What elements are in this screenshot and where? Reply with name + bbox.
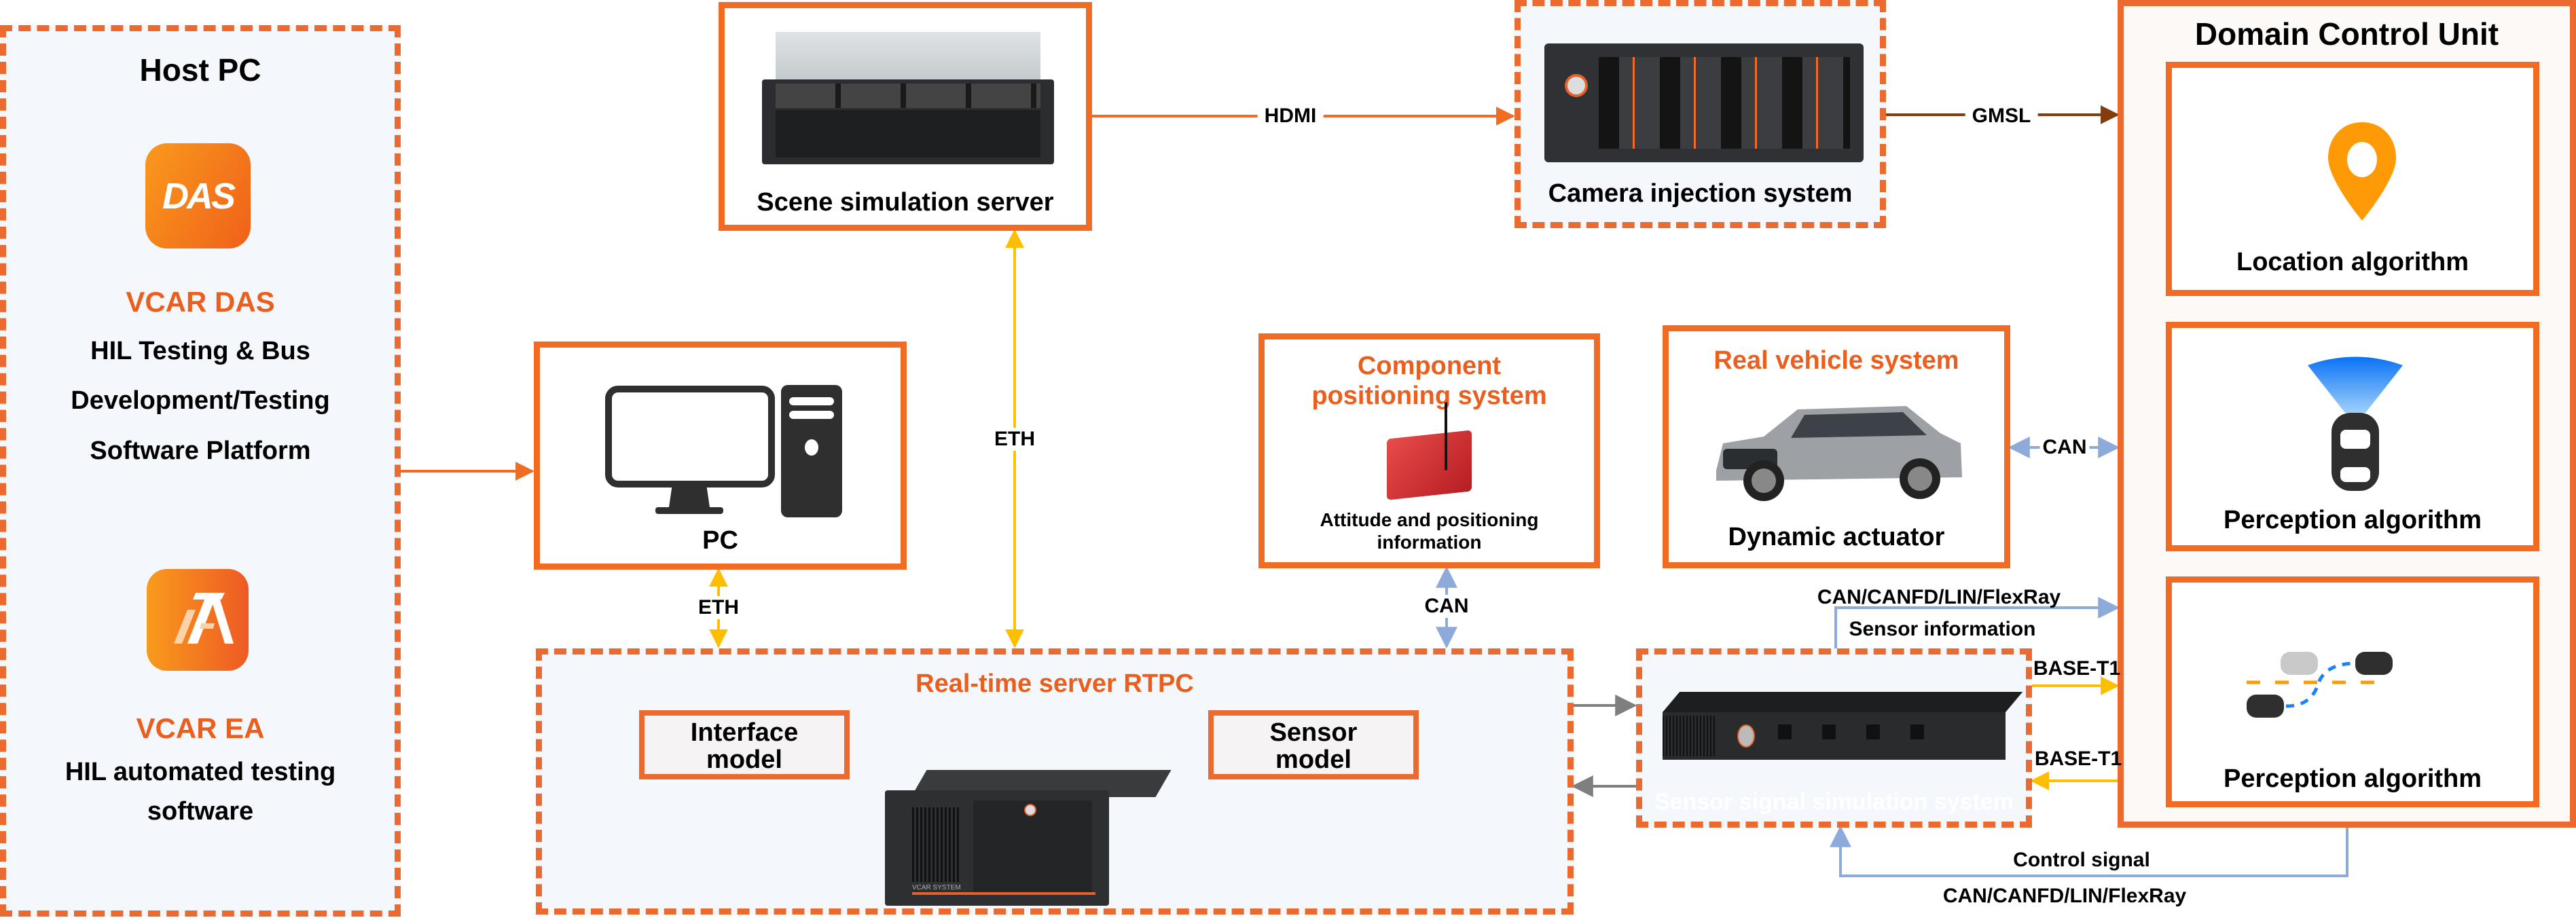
- label-gmsl: GMSL: [1965, 105, 2038, 128]
- rtpc-device-brand: VCAR SYSTEM: [912, 884, 961, 891]
- vcar-das-logo[interactable]: DAS: [145, 143, 251, 249]
- camera-injection-box[interactable]: Camera injection system: [1514, 0, 1886, 228]
- das-logo-text: DAS: [162, 175, 236, 217]
- vcar-ea-desc-2: software: [147, 797, 254, 826]
- interface-model-box[interactable]: Interface model: [639, 710, 850, 779]
- host-pc-panel: Host PC DAS VCAR DAS HIL Testing & Bus D…: [0, 25, 401, 917]
- label-eth-pc: ETH: [691, 596, 746, 619]
- dcu-module-location-label: Location algorithm: [2236, 248, 2469, 276]
- lane-change-icon: [2247, 652, 2393, 718]
- camera-injection-device-image: [1544, 43, 1864, 162]
- host-pc-title: Host PC: [139, 52, 261, 88]
- component-positioning-box[interactable]: Component positioning system Attitude an…: [1258, 333, 1600, 568]
- vcar-das-desc-1: HIL Testing & Bus: [90, 337, 310, 365]
- label-bus-up: CAN/CANFD/LIN/FlexRay: [1817, 586, 2061, 608]
- label-base-t1-out: BASE-T1: [2033, 657, 2121, 680]
- interface-model-line-1: Interface: [690, 718, 799, 747]
- dcu-module-perception-1[interactable]: Perception algorithm: [2166, 322, 2539, 551]
- component-positioning-title-1: Component: [1357, 352, 1502, 380]
- scene-simulation-server-box[interactable]: Scene simulation server: [719, 2, 1092, 231]
- sensor-sim-device-image: [1663, 692, 2023, 767]
- dcu-module-perception-1-label: Perception algorithm: [2223, 506, 2482, 534]
- camera-injection-label: Camera injection system: [1548, 179, 1853, 208]
- vcar-ea-desc-1: HIL automated testing: [65, 758, 336, 786]
- label-eth-server: ETH: [987, 428, 1042, 451]
- component-positioning-desc-2: information: [1377, 532, 1482, 553]
- dcu-title: Domain Control Unit: [2194, 16, 2499, 52]
- suv-image: [1716, 406, 1962, 501]
- pc-box[interactable]: PC: [534, 342, 907, 570]
- label-can-positioning: CAN: [1417, 595, 1476, 618]
- sensor-model-box[interactable]: Sensor model: [1208, 710, 1419, 779]
- ea-logo-glyph: [174, 593, 234, 644]
- sensor-signal-simulation-box[interactable]: Sensor signal simulation system: [1636, 648, 2032, 828]
- industrial-pc-image: VCAR SYSTEM: [885, 770, 1172, 909]
- real-vehicle-label: Dynamic actuator: [1728, 523, 1945, 551]
- vcar-ea-name: VCAR EA: [136, 712, 265, 744]
- rack-server-image: [762, 32, 1054, 164]
- component-positioning-desc-1: Attitude and positioning: [1320, 509, 1539, 530]
- component-positioning-title-2: positioning system: [1311, 382, 1547, 410]
- label-control-signal: Control signal: [2013, 849, 2150, 871]
- dcu-module-perception-2[interactable]: Perception algorithm: [2166, 576, 2539, 807]
- rtpc-panel: Real-time server RTPC Interface model Se…: [536, 648, 1574, 915]
- real-vehicle-title: Real vehicle system: [1713, 346, 1959, 375]
- interface-model-line-2: model: [706, 746, 782, 774]
- domain-control-unit-panel: Domain Control Unit Location algorithm P…: [2118, 0, 2576, 828]
- rtpc-title: Real-time server RTPC: [915, 669, 1194, 698]
- sensor-signal-simulation-label: Sensor signal simulation system: [1654, 789, 2014, 815]
- vcar-das-desc-2: Development/Testing: [71, 386, 330, 415]
- pc-label: PC: [702, 526, 738, 555]
- vcar-ea-logo[interactable]: [147, 569, 249, 671]
- label-can-vehicle: CAN: [2039, 436, 2090, 459]
- vcar-das-name: VCAR DAS: [126, 286, 275, 318]
- dcu-module-perception-2-label: Perception algorithm: [2223, 765, 2482, 793]
- scene-simulation-server-label: Scene simulation server: [757, 188, 1054, 217]
- sensor-model-line-2: model: [1275, 746, 1352, 774]
- sensor-model-line-1: Sensor: [1269, 718, 1358, 747]
- imu-device-image: [1387, 402, 1472, 500]
- label-base-t1-in: BASE-T1: [2034, 748, 2122, 770]
- real-vehicle-box[interactable]: Real vehicle system Dynamic actuator: [1663, 325, 2010, 568]
- dcu-module-location[interactable]: Location algorithm: [2166, 62, 2539, 296]
- location-pin-icon: [2328, 122, 2396, 221]
- label-sensor-information: Sensor information: [1849, 618, 2036, 640]
- vcar-das-desc-3: Software Platform: [90, 437, 311, 465]
- car-radar-icon: [2308, 356, 2403, 491]
- desktop-computer-icon: [605, 385, 842, 517]
- label-hdmi: HDMI: [1257, 105, 1324, 128]
- label-bus-down: CAN/CANFD/LIN/FlexRay: [1942, 885, 2187, 907]
